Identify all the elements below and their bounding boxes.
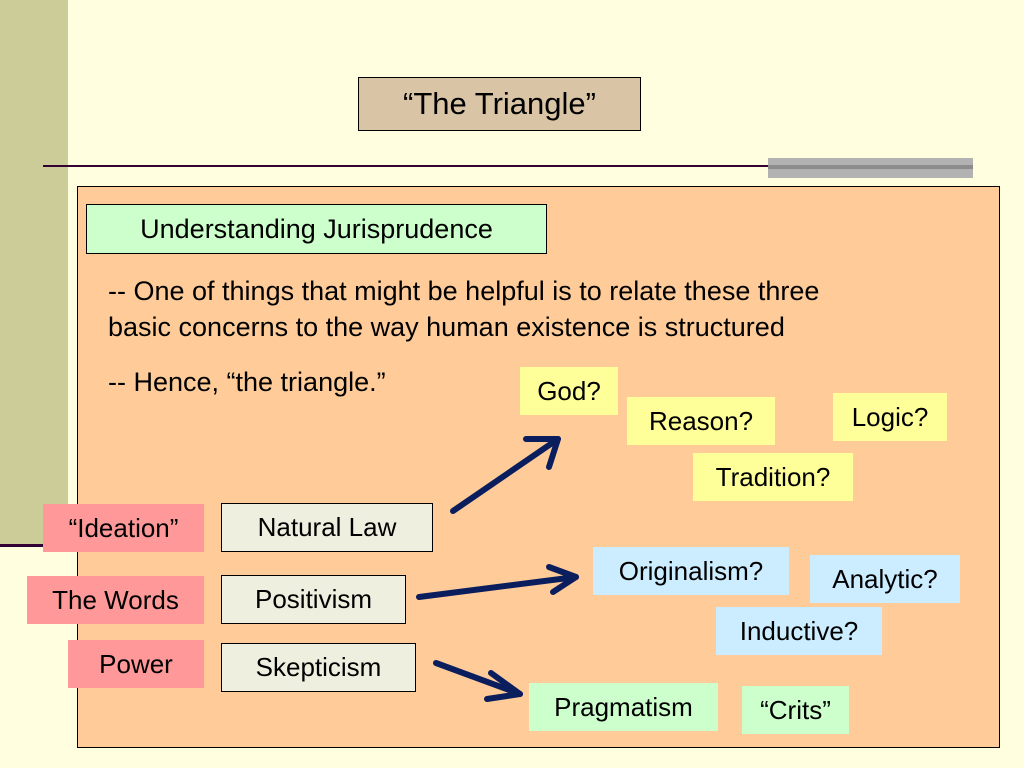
label-inductive: Inductive?	[716, 607, 882, 655]
label-originalism: Originalism?	[593, 547, 789, 595]
section-heading: Understanding Jurisprudence	[86, 204, 547, 254]
arrow-natural-law	[450, 436, 561, 514]
category-the-words: The Words	[27, 576, 204, 624]
arrow-positivism	[416, 564, 579, 600]
theory-natural-law: Natural Law	[221, 503, 433, 552]
arrow-skepticism	[433, 660, 523, 702]
label-god: God?	[520, 367, 618, 415]
hence-paragraph: -- Hence, “the triangle.”	[108, 367, 386, 397]
theory-skepticism: Skepticism	[221, 643, 416, 692]
label-pragmatism: Pragmatism	[529, 683, 718, 731]
intro-paragraph: -- One of things that might be helpful i…	[108, 273, 819, 345]
header-accent-block	[768, 158, 973, 178]
category-ideation: “Ideation”	[43, 504, 204, 552]
label-analytic: Analytic?	[810, 555, 960, 603]
category-power: Power	[68, 640, 204, 688]
slide-title: “The Triangle”	[358, 77, 641, 131]
left-decor-line	[0, 544, 44, 547]
intro-line-1: -- One of things that might be helpful i…	[108, 276, 820, 306]
label-logic: Logic?	[833, 393, 947, 441]
left-decor-bar	[0, 0, 68, 545]
label-crits: “Crits”	[742, 686, 849, 734]
intro-line-2: basic concerns to the way human existenc…	[108, 312, 785, 342]
header-divider	[43, 165, 973, 167]
theory-positivism: Positivism	[221, 575, 406, 624]
label-reason: Reason?	[627, 397, 775, 445]
label-tradition: Tradition?	[693, 453, 853, 501]
